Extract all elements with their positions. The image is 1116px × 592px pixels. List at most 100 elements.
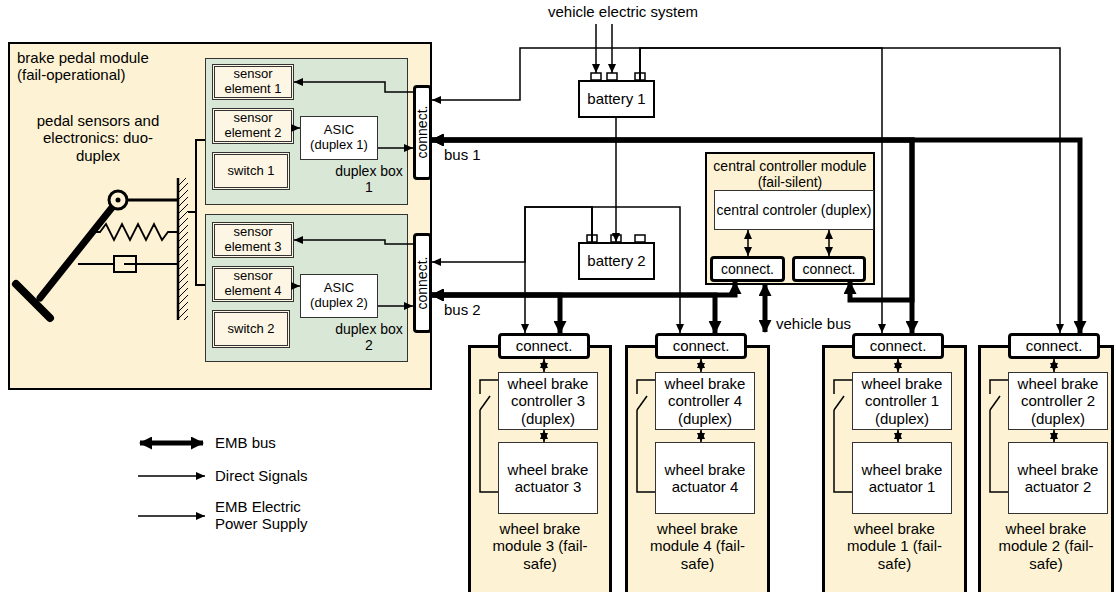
node-text: connect.	[803, 261, 856, 277]
controller-box: wheel brake controller 3 (duplex)	[498, 372, 598, 430]
node-text: sensor element 3	[215, 225, 291, 255]
controller-box: wheel brake controller 1 (duplex)	[852, 372, 952, 430]
node-text: connect.	[870, 337, 927, 354]
bus-label: vehicle bus	[776, 315, 851, 332]
connector-box: connect.	[1008, 333, 1100, 359]
switch-box: switch 1	[212, 152, 290, 190]
node-text: wheel brake controller 4 (duplex)	[656, 375, 754, 427]
node-text: connect.	[414, 106, 430, 159]
node-text: wheel brake controller 1 (duplex)	[853, 375, 951, 427]
node-text: ASIC (duplex 1)	[301, 123, 377, 153]
node-text: wheel brake module 2 (fail-safe)	[996, 520, 1096, 572]
actuator-box: wheel brake actuator 3	[498, 442, 598, 514]
brake-pedal-drawing	[196, 140, 205, 285]
battery-box: battery 2	[578, 242, 655, 280]
signal-connector	[432, 207, 592, 262]
connector-box: connect.	[498, 333, 590, 359]
sensor-box: sensor element 2	[212, 108, 294, 144]
signal-connector	[897, 359, 899, 372]
feedback-line	[480, 380, 1008, 492]
battery-terminals	[635, 235, 645, 242]
brake-pedal-drawing	[109, 191, 127, 209]
wheel-module-box: wheel brake module 1 (fail-safe)connect.…	[822, 345, 967, 592]
feedback-line	[480, 410, 498, 492]
controller-box: wheel brake controller 4 (duplex)	[655, 372, 755, 430]
connector-box: connect.	[792, 256, 866, 282]
switch-box: switch 2	[212, 310, 290, 348]
brake-pedal-drawing	[188, 211, 196, 213]
sensor-box: sensor element 3	[212, 222, 294, 258]
switch-symbol	[834, 396, 844, 410]
signal-connector	[700, 359, 702, 372]
signal-connector	[897, 430, 899, 442]
node-text: wheel brake actuator 4	[656, 461, 754, 496]
signal-connector	[525, 207, 592, 333]
feedback-line	[834, 380, 852, 394]
connector-box: connect.	[655, 333, 747, 359]
signal-connector	[615, 118, 617, 242]
node-text: sensor element 1	[215, 67, 291, 97]
signal-connector	[432, 48, 640, 100]
signal-connector	[543, 359, 545, 372]
connector-box: connect.	[413, 233, 432, 333]
bus-connector	[432, 295, 560, 333]
actuator-box: wheel brake actuator 2	[1008, 442, 1108, 514]
node-text: switch 2	[228, 322, 275, 337]
vehicle-bus-arrow	[763, 284, 768, 332]
legend-text: EMB Electric Power Supply	[215, 498, 327, 533]
connector-box: connect.	[710, 256, 785, 282]
duplex-box: duplex box 1sensor element 1sensor eleme…	[205, 58, 408, 205]
node-text: wheel brake actuator 2	[1009, 461, 1107, 496]
battery-terminals	[607, 73, 617, 80]
supply-label: vehicle electric system	[548, 3, 698, 20]
sensor-box: sensor element 1	[212, 64, 294, 100]
bus-connector	[432, 295, 715, 333]
feedback-line	[637, 380, 655, 394]
bus-connector	[432, 140, 1080, 333]
legend-sample	[140, 441, 203, 446]
signal-connector	[378, 305, 413, 307]
bus-label: bus 2	[442, 301, 483, 318]
bus-connector	[432, 140, 912, 300]
node-text: wheel brake module 3 (fail-safe)	[490, 520, 590, 572]
legend-sample	[138, 443, 205, 516]
node-text: wheel brake actuator 3	[499, 461, 597, 496]
brake-pedal-drawing	[124, 263, 178, 265]
legend-sample	[138, 515, 205, 517]
switch-symbol	[637, 396, 647, 410]
signal-connector	[378, 147, 413, 149]
feedback-line	[834, 410, 852, 492]
signal-connector	[294, 82, 413, 92]
module-box: central controller module (fail-silent)c…	[705, 152, 875, 285]
signal-connector	[747, 230, 749, 256]
signal-connector	[640, 48, 1060, 333]
sensor-box: sensor element 4	[212, 266, 294, 302]
feedback-line	[990, 380, 1008, 394]
switch-symbol	[480, 396, 490, 410]
battery-terminals	[591, 73, 601, 80]
brake-pedal-drawing	[40, 200, 118, 298]
node-text: battery 2	[587, 252, 645, 269]
legend-text: EMB bus	[215, 434, 327, 451]
controller-box: wheel brake controller 2 (duplex)	[1008, 372, 1108, 430]
brake-pedal-drawing	[116, 198, 121, 203]
node-text: wheel brake actuator 1	[853, 461, 951, 496]
bus-connector	[432, 140, 912, 333]
node-text: wheel brake controller 2 (duplex)	[1009, 375, 1107, 427]
battery-box: battery 1	[578, 80, 655, 118]
wheel-module-box: wheel brake module 2 (fail-safe)connect.…	[978, 345, 1114, 592]
brake-pedal-drawing	[92, 224, 178, 240]
wheel-module-box: wheel brake module 4 (fail-safe)connect.…	[625, 345, 770, 592]
signal-connector	[700, 430, 702, 442]
node-text: central controller module (fail-silent)	[707, 158, 873, 190]
signal-connector	[828, 230, 830, 256]
wheel-module-box: wheel brake module 3 (fail-safe)connect.…	[468, 345, 612, 592]
node-text: sensor element 4	[215, 269, 291, 299]
signal-connector	[640, 48, 882, 333]
feedback-line	[637, 410, 655, 492]
controller-box: central controler (duplex)	[714, 190, 874, 230]
node-text: wheel brake module 1 (fail-safe)	[845, 520, 945, 572]
connector-box: connect.	[852, 333, 944, 359]
switch-symbol	[990, 396, 1000, 410]
